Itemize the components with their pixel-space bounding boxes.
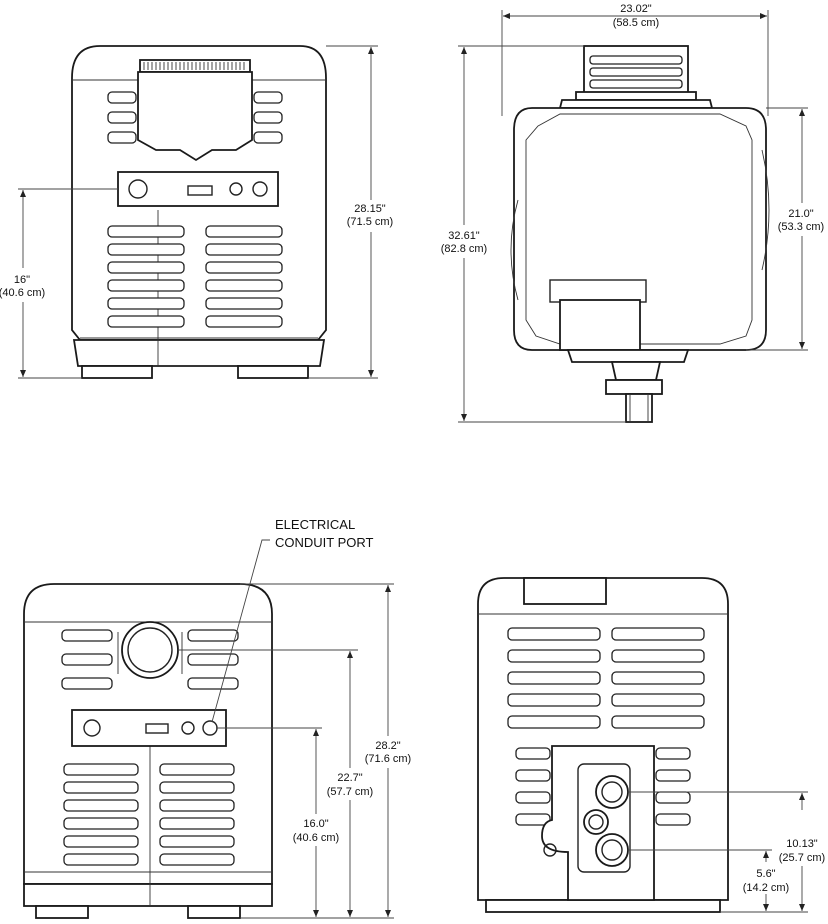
side-view: 10.13" (25.7 cm) 5.6" (14.2 cm) [477, 577, 825, 913]
top-width-inches: 23.02" [620, 3, 652, 15]
top-overall-inches: 32.61" [448, 230, 480, 242]
front-panel-height-inches: 16" [14, 274, 30, 286]
top-depth-inches: 21.0" [788, 208, 813, 220]
top-view: 23.02" (58.5 cm) 32.61" (82.8 cm) 21.0" … [441, 3, 824, 423]
front-view: 28.15" (71.5 cm) 16" (40.6 cm) [0, 45, 393, 379]
top-overall-cm: (82.8 cm) [441, 243, 487, 255]
rear-panel-inches: 16.0" [303, 818, 328, 830]
front-lower-louvers [107, 225, 283, 328]
top-depth-cm: (53.3 cm) [778, 221, 824, 233]
side-lower-cm: (14.2 cm) [743, 882, 789, 894]
rear-mid-cm: (57.7 cm) [327, 786, 373, 798]
rear-height-inches: 28.2" [375, 740, 400, 752]
rear-height-cm: (71.6 cm) [365, 753, 411, 765]
rear-mid-inches: 22.7" [337, 772, 362, 784]
front-height-inches: 28.15" [354, 203, 386, 215]
top-grill-hatching [143, 62, 245, 70]
side-upper-louvers [507, 627, 705, 729]
top-width-cm: (58.5 cm) [613, 17, 659, 29]
side-upper-inches: 10.13" [786, 838, 818, 850]
side-upper-cm: (25.7 cm) [779, 852, 825, 864]
rear-lower-louvers [63, 763, 235, 866]
callout-conduit-port: CONDUIT PORT [275, 535, 374, 550]
front-height-cm: (71.5 cm) [347, 216, 393, 228]
side-lower-inches: 5.6" [756, 868, 775, 880]
callout-electrical: ELECTRICAL [275, 517, 355, 532]
vent-cap-louvers [589, 55, 683, 89]
rear-view: ELECTRICAL CONDUIT PORT 28.2" (71.6 cm) … [23, 517, 411, 919]
rear-panel-cm: (40.6 cm) [293, 832, 339, 844]
front-panel-height-cm: (40.6 cm) [0, 287, 45, 299]
